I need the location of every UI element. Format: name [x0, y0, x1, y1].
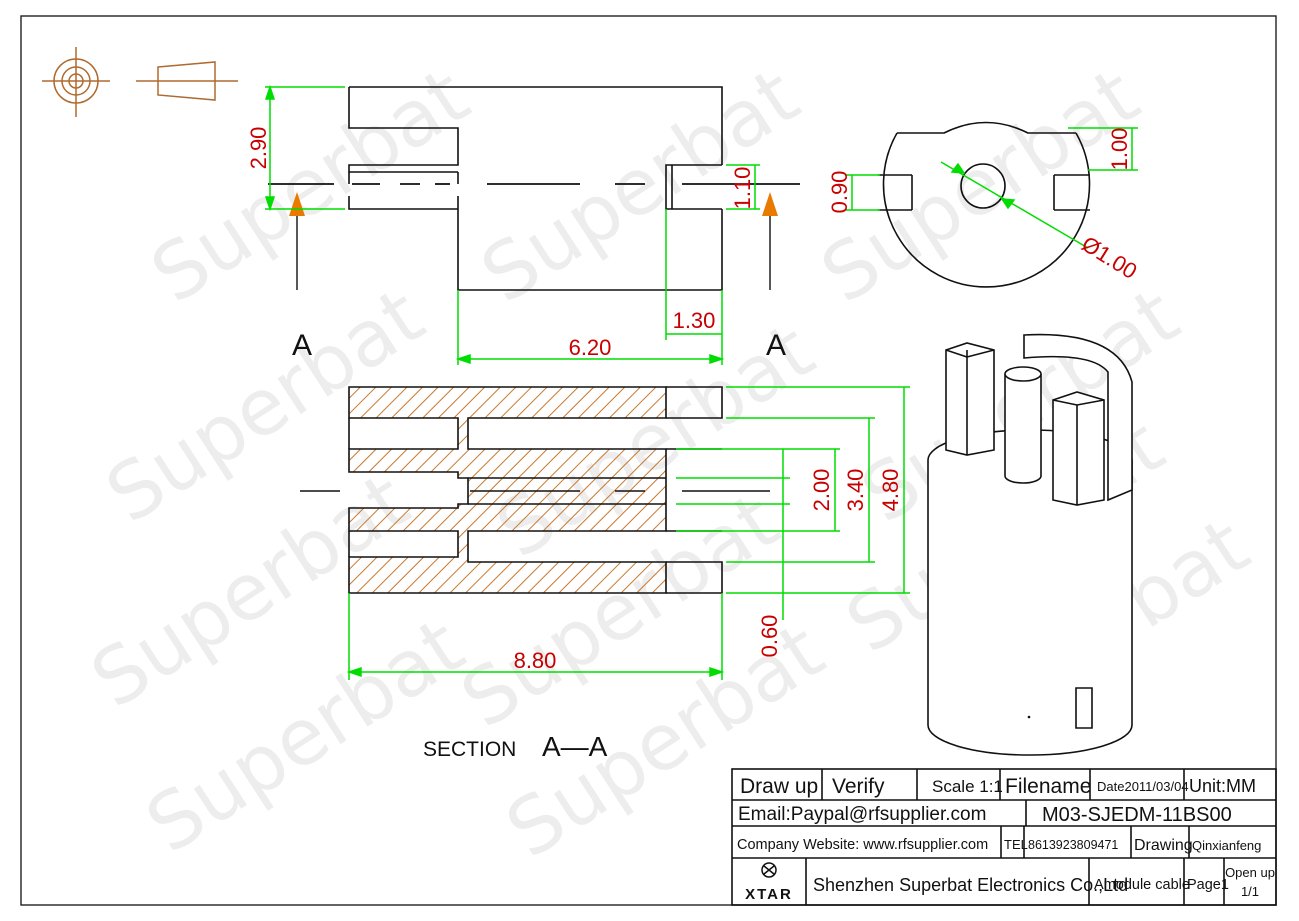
- dim-section-outer: 4.80: [878, 469, 903, 512]
- tb-part-number: M03-SJEDM-11BS00: [1042, 804, 1232, 826]
- end-view: [878, 121, 1091, 288]
- dim-section-length: 8.80: [514, 648, 557, 673]
- side-dimensions: [264, 84, 760, 365]
- tb-website: Company Website: www.rfsupplier.com: [737, 837, 988, 853]
- watermark: Superbat: [466, 51, 814, 321]
- dim-side-tip: 1.30: [673, 308, 716, 333]
- cut-label-left: A: [292, 329, 312, 362]
- xtar-logo-icon: XTAR: [745, 862, 793, 903]
- tb-tel: 8613923809471: [1028, 838, 1118, 852]
- section-marker-right: A: [762, 192, 786, 362]
- isometric-view: [927, 333, 1133, 756]
- tb-logo: XTAR: [745, 886, 793, 903]
- iso-dot: [1027, 715, 1031, 719]
- watermark: Superbat: [136, 51, 484, 321]
- tb-open-up: Open up: [1225, 865, 1275, 880]
- dim-end-flat: 1.00: [1107, 128, 1132, 171]
- dim-end-slot: 0.90: [827, 171, 852, 214]
- dim-section-step: 0.60: [757, 615, 782, 658]
- tb-verify: Verify: [832, 775, 885, 798]
- tb-drawer: Qinxianfeng: [1192, 838, 1261, 853]
- tb-filename: Filename: [1005, 775, 1091, 798]
- tb-scale: Scale 1:1: [932, 777, 1003, 796]
- tb-open-up-count: 1/1: [1241, 884, 1259, 899]
- tb-draw-up: Draw up: [740, 775, 818, 798]
- tb-drawing-label: Drawing: [1134, 837, 1193, 854]
- tb-company: Shenzhen Superbat Electronics Co.,Ltd: [813, 875, 1128, 895]
- section-view: [348, 386, 723, 594]
- section-marker-left: A: [289, 192, 312, 362]
- dim-side-body: 6.20: [569, 335, 612, 360]
- dim-end-hole: Ø1.00: [1077, 231, 1141, 284]
- tb-page: Page1: [1187, 877, 1229, 893]
- dim-section-inner: 3.40: [843, 469, 868, 512]
- dim-side-slot: 1.10: [730, 167, 755, 210]
- side-view: [348, 86, 723, 291]
- tb-tel-label: TEL: [1004, 837, 1028, 852]
- title-block: [731, 768, 1277, 906]
- section-dimensions: [346, 386, 910, 680]
- dim-section-bore: 2.00: [809, 469, 834, 512]
- tb-email: Email:Paypal@rfsupplier.com: [738, 804, 986, 825]
- cut-label-right: A: [766, 329, 786, 362]
- tb-unit: Unit:MM: [1189, 776, 1256, 796]
- section-label: SECTION: [423, 738, 516, 761]
- end-dimensions: [845, 127, 1138, 249]
- section-id: A—A: [542, 731, 608, 762]
- sheet-border: [20, 15, 1277, 906]
- dim-side-height: 2.90: [246, 127, 271, 170]
- tb-date: Date2011/03/04: [1097, 779, 1189, 794]
- projection-symbol-icon: [42, 47, 238, 117]
- tb-product: Amodule cable: [1094, 877, 1190, 893]
- watermark: Superbat: [806, 51, 1154, 321]
